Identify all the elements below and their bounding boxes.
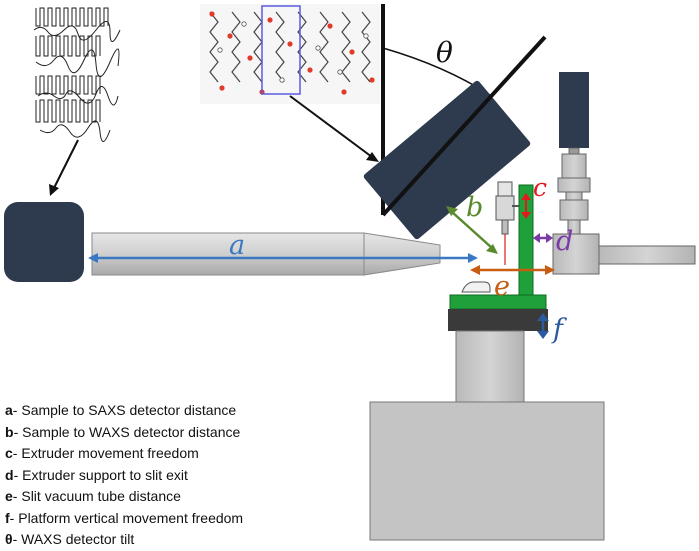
legend-item: c- Extruder movement freedom xyxy=(5,445,199,461)
arrow-d xyxy=(533,233,553,243)
legend-item: b- Sample to WAXS detector distance xyxy=(5,423,241,440)
arrow-c xyxy=(521,193,531,219)
label-a: a xyxy=(229,230,245,261)
label-e: e xyxy=(494,271,510,302)
arrow-a xyxy=(88,253,478,263)
legend: a- Sample to SAXS detector distance b- S… xyxy=(5,400,335,551)
label-c: c xyxy=(533,173,547,202)
legend-item: θ- WAXS detector tilt xyxy=(5,531,135,547)
label-f: f xyxy=(551,314,567,345)
arrow-f xyxy=(537,313,549,339)
label-d: d xyxy=(556,226,573,257)
base-stand xyxy=(369,330,605,541)
legend-item: e- Slit vacuum tube distance xyxy=(5,488,181,504)
saxs-detector xyxy=(4,202,84,282)
label-b: b xyxy=(466,192,483,223)
arrow-e xyxy=(470,265,555,275)
arrow-b xyxy=(446,206,498,254)
label-theta: θ xyxy=(436,36,453,69)
pointer-arrow-waxs xyxy=(289,95,379,162)
extruder-assembly xyxy=(448,181,548,331)
waxs-detector xyxy=(363,80,531,240)
pointer-arrow-saxs xyxy=(49,139,79,196)
legend-item: d- Extruder support to slit exit xyxy=(5,466,188,483)
lamellae-sketch xyxy=(33,7,121,142)
crystal-lattice-sketch xyxy=(200,4,380,104)
legend-item: f- Platform vertical movement freedom xyxy=(5,509,244,526)
legend-item: a- Sample to SAXS detector distance xyxy=(5,402,237,418)
slit-column xyxy=(552,72,696,275)
saxs-vacuum-tube xyxy=(91,232,441,276)
waxs-tilt-line xyxy=(381,35,547,217)
